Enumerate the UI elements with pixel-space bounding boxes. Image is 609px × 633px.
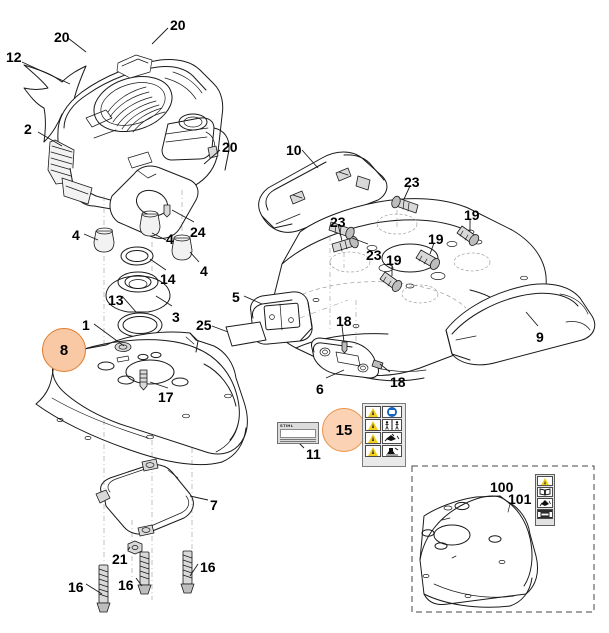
part-10-bumper (258, 151, 388, 233)
callout-19b: 19 (428, 231, 444, 247)
callout-9: 9 (536, 329, 544, 345)
part-17-stud (139, 369, 148, 391)
part-18-screw-a (341, 341, 348, 354)
callout-13: 13 (108, 292, 124, 308)
decal-row-2 (365, 419, 403, 431)
callout-16c: 16 (200, 559, 216, 575)
leader-lines (21, 27, 541, 595)
part-2-engine (47, 54, 230, 239)
warning-triangle-icon (365, 406, 381, 418)
callout-6: 6 (316, 381, 324, 397)
part-4-mount-c (171, 234, 193, 261)
warning-triangle-icon (365, 419, 381, 431)
callout-24: 24 (190, 224, 206, 240)
highlight-marker-8[interactable]: 8 (42, 328, 86, 372)
callout-4c: 4 (200, 263, 208, 279)
decal-row-3 (365, 432, 403, 444)
callout-2: 2 (24, 121, 32, 137)
callout-20b: 20 (170, 17, 186, 33)
callout-16b: 16 (118, 577, 134, 593)
part-7-bracket-loop (95, 458, 194, 537)
callout-101: 101 (508, 491, 532, 507)
part-16-screw-a (96, 564, 111, 613)
part-25-plate (225, 321, 267, 347)
warning-triangle-icon (365, 445, 381, 457)
callout-14: 14 (160, 271, 176, 287)
part-11-rating-plate: STIHL (277, 422, 319, 444)
marker-label: 8 (59, 341, 69, 359)
rotating-blade-hands-icon (382, 432, 402, 444)
blade-bar-icon (537, 509, 553, 519)
disconnect-spark-plug-icon (382, 445, 402, 457)
bolt-axes (299, 210, 398, 348)
part-21-washer (127, 540, 143, 555)
bystanders-glyph (385, 420, 399, 430)
part-19-bolt-a (456, 225, 480, 246)
part-16-screw-c (180, 550, 195, 594)
blade-hazard-icon (537, 498, 553, 508)
callout-17: 17 (158, 389, 174, 405)
book-glyph (539, 488, 551, 496)
warning-triangle-icon (365, 432, 381, 444)
callout-19c: 19 (386, 252, 402, 268)
nameplate-text-lines (280, 439, 316, 444)
callout-100: 100 (490, 479, 514, 495)
callout-23c: 23 (366, 247, 382, 263)
part-16-screw-b (137, 551, 152, 595)
marker-label: 15 (335, 421, 353, 439)
part-3-flange (105, 271, 171, 313)
read-manual-blue-icon (382, 406, 402, 418)
warning-triangle-icon (537, 476, 553, 486)
part-24-pin (163, 204, 171, 218)
callout-12: 12 (6, 49, 22, 65)
callout-5: 5 (232, 289, 240, 305)
part-100-deck-inset (419, 495, 539, 608)
bar-glyph (538, 511, 552, 517)
decal-row-1 (365, 406, 403, 418)
part-5-control-pod (250, 291, 313, 345)
open-book-manual-icon (537, 487, 553, 497)
callout-4b: 4 (166, 231, 174, 247)
blade-hand-glyph (384, 433, 400, 442)
part-19-bolt-b (415, 249, 441, 270)
blade-glyph (539, 500, 551, 507)
decal-row-4 (365, 445, 403, 457)
callout-3: 3 (172, 309, 180, 325)
callout-4a: 4 (72, 227, 80, 243)
callout-11: 11 (306, 446, 321, 462)
part-4-mount-a (93, 227, 115, 253)
callout-25: 25 (196, 317, 212, 333)
nameplate-brand: STIHL (280, 423, 294, 428)
callout-1: 1 (82, 317, 90, 333)
part-101-instruction-decal (535, 474, 555, 526)
callout-19a: 19 (464, 207, 480, 223)
callout-16a: 16 (68, 579, 84, 595)
part-15-warning-decal (362, 403, 406, 467)
callout-7: 7 (210, 497, 218, 513)
highlight-marker-15[interactable]: 15 (322, 408, 366, 452)
callout-23a: 23 (404, 174, 420, 190)
part-4-mount-b (139, 210, 161, 237)
part-18-screw-b (371, 359, 384, 370)
part-23-bolt-c (328, 221, 355, 240)
spark-plug-glyph (386, 447, 399, 456)
callout-20c: 20 (222, 139, 238, 155)
callout-21: 21 (112, 551, 128, 567)
part-1-deck-housing (35, 331, 248, 466)
part-14-ring (120, 246, 154, 266)
callout-20a: 20 (54, 29, 70, 45)
callout-18b: 18 (390, 374, 406, 390)
part-19-bolt-c (379, 271, 403, 292)
callout-18a: 18 (336, 313, 352, 329)
callout-23b: 23 (330, 214, 346, 230)
part-9-rear-guard (445, 283, 596, 366)
keep-bystanders-away-icon (382, 419, 402, 431)
nameplate-field (280, 429, 316, 439)
part-23-bolt-a (391, 195, 419, 214)
callout-10: 10 (286, 142, 302, 158)
